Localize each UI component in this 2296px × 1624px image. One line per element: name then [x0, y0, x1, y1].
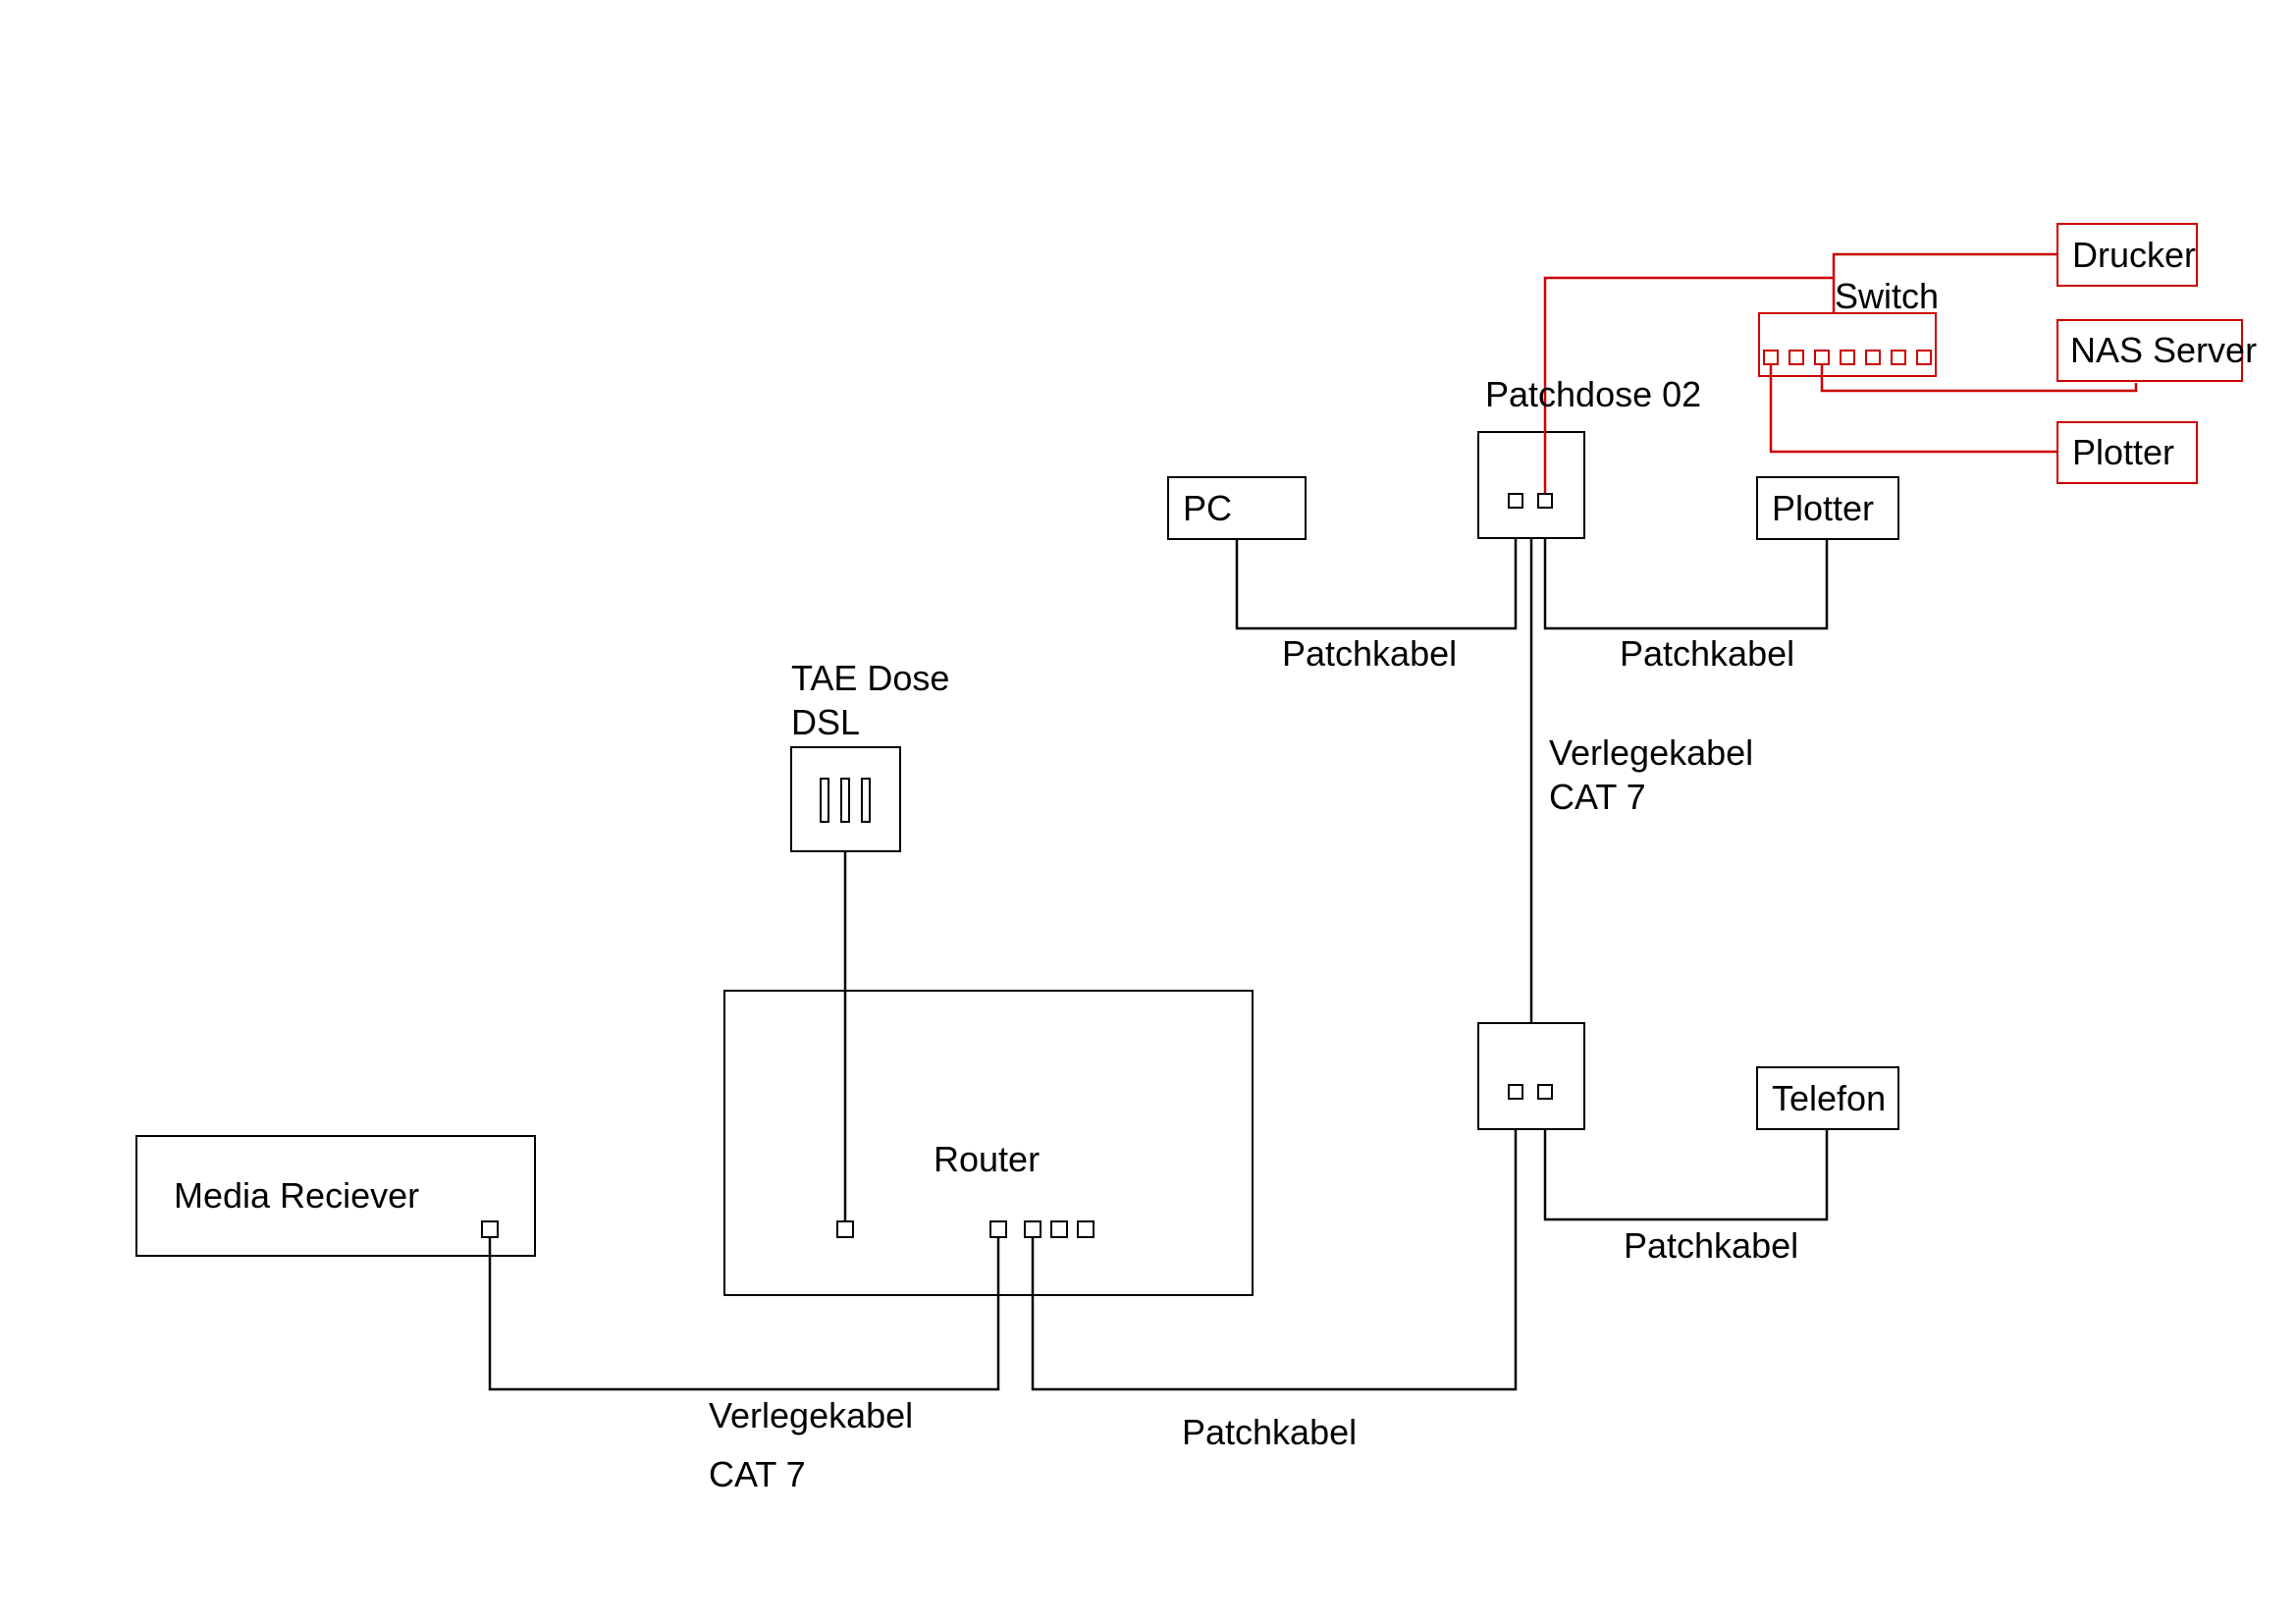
- verlegekabel-wall-line1: Verlegekabel: [1549, 732, 1754, 773]
- patchkabel-telefon-label: Patchkabel: [1624, 1225, 1799, 1266]
- switch-label: Switch: [1835, 276, 1940, 316]
- verlegekabel-wall-label: Verlegekabel CAT 7: [1549, 731, 1753, 819]
- tae-dose-box: [790, 746, 901, 852]
- router-label: Router: [934, 1139, 1041, 1179]
- tae-slot-3: [861, 778, 871, 823]
- cable-patchdose-02-to-plotter: [1543, 537, 1829, 630]
- plotter-2-box: Plotter: [2056, 421, 2198, 484]
- cable-patchdose-lower-to-telefon: [1543, 1128, 1829, 1221]
- patchdose-02-port-2: [1537, 493, 1553, 509]
- switch-port-4: [1840, 350, 1855, 365]
- cable-pc-to-patchdose-02: [1235, 537, 1518, 630]
- patchdose-02-box: [1477, 431, 1585, 539]
- switch-port-6: [1891, 350, 1906, 365]
- patchkabel-plotter-label: Patchkabel: [1620, 633, 1795, 674]
- plotter-box: Plotter: [1756, 476, 1899, 540]
- verlegekabel-floor-line2: CAT 7: [709, 1454, 806, 1494]
- pc-box: PC: [1167, 476, 1307, 540]
- plotter-2-label: Plotter: [2072, 432, 2175, 472]
- nas-server-label: NAS Server: [2070, 330, 2258, 370]
- router-dsl-port: [836, 1220, 854, 1238]
- router-lan-port-1: [989, 1220, 1007, 1238]
- media-receiver-port: [481, 1220, 499, 1238]
- telefon-label: Telefon: [1772, 1077, 1887, 1118]
- patchdose-lower-port-2: [1537, 1084, 1553, 1100]
- patchkabel-pc-label: Patchkabel: [1282, 633, 1458, 674]
- switch-box: [1758, 312, 1937, 377]
- patchkabel-router-label: Patchkabel: [1182, 1412, 1358, 1452]
- tae-slot-1: [820, 778, 829, 823]
- verlegekabel-floor-line1: Verlegekabel: [709, 1395, 914, 1435]
- tae-dose-label-line2: DSL: [791, 702, 861, 742]
- switch-port-5: [1865, 350, 1881, 365]
- telefon-box: Telefon: [1756, 1066, 1899, 1130]
- media-receiver-label: Media Reciever: [174, 1175, 420, 1216]
- router-lan-port-3: [1050, 1220, 1068, 1238]
- switch-port-7: [1916, 350, 1932, 365]
- router-lan-port-4: [1077, 1220, 1095, 1238]
- patchdose-lower-box: [1477, 1022, 1585, 1130]
- pc-label: PC: [1183, 487, 1233, 528]
- router-box: Router: [723, 990, 1254, 1296]
- switch-port-2: [1789, 350, 1804, 365]
- tae-dose-label: TAE Dose DSL: [791, 656, 949, 744]
- verlegekabel-wall-line2: CAT 7: [1549, 777, 1646, 817]
- tae-dose-label-line1: TAE Dose: [791, 658, 950, 698]
- media-receiver-box: Media Reciever: [135, 1135, 536, 1257]
- plotter-label: Plotter: [1772, 487, 1875, 528]
- switch-port-1: [1763, 350, 1779, 365]
- patchdose-02-label: Patchdose 02: [1485, 374, 1702, 414]
- drucker-label: Drucker: [2072, 234, 2197, 275]
- tae-slot-2: [840, 778, 850, 823]
- router-lan-port-2: [1024, 1220, 1041, 1238]
- patchdose-02-port-1: [1508, 493, 1523, 509]
- verlegekabel-floor-label: Verlegekabel CAT 7: [709, 1386, 913, 1504]
- patchdose-lower-port-1: [1508, 1084, 1523, 1100]
- nas-server-box: NAS Server: [2056, 319, 2258, 382]
- switch-port-3: [1814, 350, 1830, 365]
- drucker-box: Drucker: [2056, 223, 2198, 287]
